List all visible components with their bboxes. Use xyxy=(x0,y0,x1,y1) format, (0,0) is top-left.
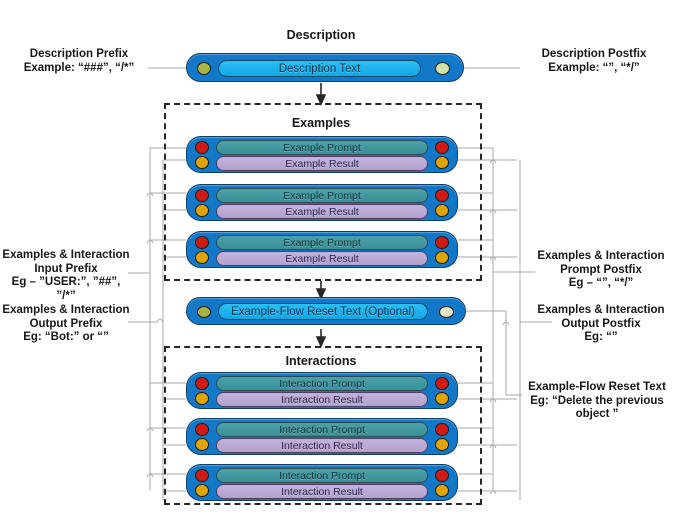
description-prefix-dot[interactable] xyxy=(197,62,211,75)
example-input-prefix-dot[interactable] xyxy=(195,141,209,154)
interaction-output-prefix-dot[interactable] xyxy=(195,484,209,497)
interaction-output-postfix-dot[interactable] xyxy=(435,484,449,497)
interaction-result-pill[interactable]: Interaction Result xyxy=(216,484,428,499)
note-output-postfix: Examples & Interaction Output Postfix Eg… xyxy=(537,304,665,343)
interaction-prompt-postfix-dot[interactable] xyxy=(435,423,449,436)
example-row[interactable]: Example Prompt Example Result xyxy=(186,136,458,173)
interaction-output-postfix-dot[interactable] xyxy=(435,392,449,405)
reset-postfix-dot[interactable] xyxy=(439,306,454,318)
reset-prefix-dot[interactable] xyxy=(197,306,211,318)
examples-group-box xyxy=(164,103,482,281)
reset-text-pill[interactable]: Example-Flow Reset Text (Optional) xyxy=(218,303,428,320)
interaction-row[interactable]: Interaction Prompt Interaction Result xyxy=(186,372,458,409)
example-prompt-pill[interactable]: Example Prompt xyxy=(216,235,428,250)
description-text-pill[interactable]: Description Text xyxy=(218,60,421,77)
example-prompt-pill[interactable]: Example Prompt xyxy=(216,188,428,203)
interaction-input-prefix-dot[interactable] xyxy=(195,423,209,436)
interaction-row[interactable]: Interaction Prompt Interaction Result xyxy=(186,464,458,501)
note-input-prefix: Examples & Interaction Input Prefix Eg –… xyxy=(2,249,130,302)
example-row[interactable]: Example Prompt Example Result xyxy=(186,184,458,221)
example-output-prefix-dot[interactable] xyxy=(195,204,209,217)
interaction-prompt-pill[interactable]: Interaction Prompt xyxy=(216,376,428,391)
example-output-postfix-dot[interactable] xyxy=(435,156,449,169)
interaction-row[interactable]: Interaction Prompt Interaction Result xyxy=(186,418,458,455)
examples-title: Examples xyxy=(291,116,351,130)
interactions-group-box xyxy=(164,346,482,505)
interaction-prompt-pill[interactable]: Interaction Prompt xyxy=(216,468,428,483)
interaction-result-pill[interactable]: Interaction Result xyxy=(216,392,428,407)
note-output-prefix: Examples & Interaction Output Prefix Eg:… xyxy=(2,304,130,343)
interaction-prompt-postfix-dot[interactable] xyxy=(435,469,449,482)
example-row[interactable]: Example Prompt Example Result xyxy=(186,231,458,268)
interaction-prompt-postfix-dot[interactable] xyxy=(435,377,449,390)
interaction-input-prefix-dot[interactable] xyxy=(195,377,209,390)
interaction-output-prefix-dot[interactable] xyxy=(195,438,209,451)
example-output-postfix-dot[interactable] xyxy=(435,204,449,217)
interactions-title: Interactions xyxy=(285,354,357,368)
example-input-prefix-dot[interactable] xyxy=(195,236,209,249)
example-output-postfix-dot[interactable] xyxy=(435,251,449,264)
example-output-prefix-dot[interactable] xyxy=(195,251,209,264)
example-result-pill[interactable]: Example Result xyxy=(216,156,428,171)
interaction-output-prefix-dot[interactable] xyxy=(195,392,209,405)
example-input-prefix-dot[interactable] xyxy=(195,189,209,202)
example-result-pill[interactable]: Example Result xyxy=(216,251,428,266)
example-prompt-postfix-dot[interactable] xyxy=(435,141,449,154)
interaction-input-prefix-dot[interactable] xyxy=(195,469,209,482)
note-reset-text: Example-Flow Reset Text Eg: “Delete the … xyxy=(528,381,666,420)
description-postfix-dot[interactable] xyxy=(435,62,450,75)
description-title: Description xyxy=(286,28,356,42)
example-prompt-postfix-dot[interactable] xyxy=(435,189,449,202)
interaction-result-pill[interactable]: Interaction Result xyxy=(216,438,428,453)
interaction-prompt-pill[interactable]: Interaction Prompt xyxy=(216,422,428,437)
note-prompt-postfix: Examples & Interaction Prompt Postfix Eg… xyxy=(537,250,665,289)
example-prompt-pill[interactable]: Example Prompt xyxy=(216,140,428,155)
interaction-output-postfix-dot[interactable] xyxy=(435,438,449,451)
example-output-prefix-dot[interactable] xyxy=(195,156,209,169)
example-flow-reset-bar[interactable]: Example-Flow Reset Text (Optional) xyxy=(186,297,466,325)
note-description-prefix: Description Prefix Example: “###”, “/*” xyxy=(23,48,135,74)
example-prompt-postfix-dot[interactable] xyxy=(435,236,449,249)
note-description-postfix: Description Postfix Example: “”, “*/” xyxy=(541,48,647,74)
description-bar[interactable]: Description Text xyxy=(186,53,464,82)
example-result-pill[interactable]: Example Result xyxy=(216,204,428,219)
